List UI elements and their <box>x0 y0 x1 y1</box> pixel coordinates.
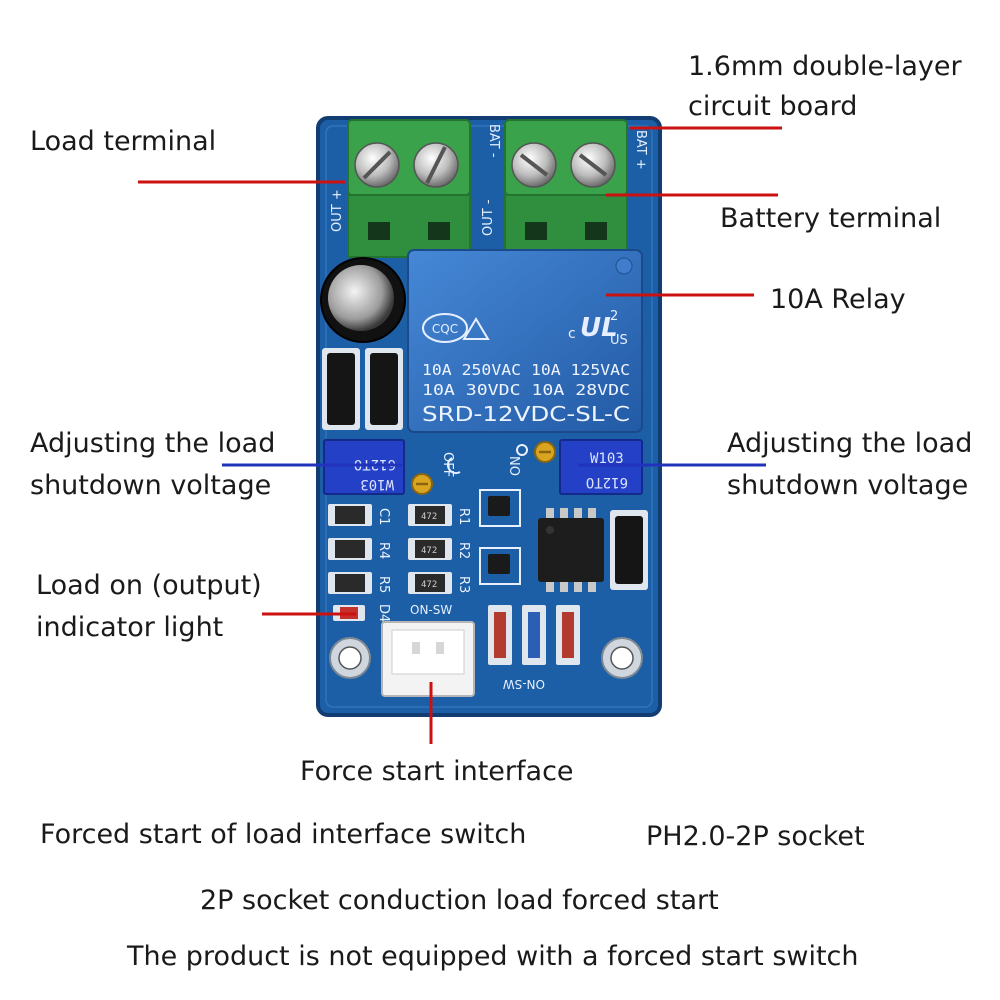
silk-bat-minus: BAT - <box>486 124 501 158</box>
silk-on-sw-bottom: ON-SW <box>503 677 545 691</box>
load-terminal-block <box>347 119 471 258</box>
smd-diodes <box>322 348 403 430</box>
silk-on-sw-top: ON-SW <box>410 603 452 617</box>
silk-r5: R5 <box>376 576 391 593</box>
label-battery-terminal: Battery terminal <box>720 203 942 234</box>
silk-c1: C1 <box>376 508 391 525</box>
label-adjust-right-line1: Adjusting the load <box>727 428 973 459</box>
label-board-line2: circuit board <box>688 91 858 122</box>
smd-diode-right <box>610 510 648 590</box>
ic-chip <box>538 508 604 592</box>
sun-icon <box>516 444 528 456</box>
label-disclaimer: The product is not equipped with a force… <box>127 941 859 972</box>
silk-out-minus: OUT - <box>481 199 496 236</box>
label-adjust-right-line2: shutdown voltage <box>727 470 969 501</box>
mounting-hole-left <box>329 637 371 679</box>
relay: CQC c UL 2 US 10A 250VAC 10A 125VAC 10A … <box>407 249 643 433</box>
label-indicator-line1: Load on (output) <box>36 570 262 601</box>
silk-out-plus: OUT + <box>330 189 345 232</box>
signal-diodes <box>488 605 580 665</box>
transistors <box>479 489 521 585</box>
label-load-terminal: Load terminal <box>30 126 217 157</box>
potentiometer-left[interactable]: 612TO W103 <box>323 439 433 495</box>
label-relay: 10A Relay <box>770 284 906 315</box>
relay-ratings-row1: 10A 250VAC 10A 125VAC <box>422 361 630 379</box>
pot-left-bottom-text: W103 <box>360 476 394 492</box>
relay-ul-num: 2 <box>610 309 618 324</box>
silk-d4: D4 <box>376 604 391 622</box>
label-board-line1: 1.6mm double-layer <box>688 51 962 82</box>
silk-r3: R3 <box>456 576 471 593</box>
relay-ul-c: c <box>568 326 576 342</box>
smd-code-3: 472 <box>421 580 437 590</box>
relay-ul-logo-icon: UL <box>580 313 618 343</box>
potentiometer-right[interactable]: W103 612TO <box>534 439 643 495</box>
label-conduction: 2P socket conduction load forced start <box>200 885 719 916</box>
battery-terminal-block <box>504 119 628 258</box>
label-adjust-left-line1: Adjusting the load <box>30 428 276 459</box>
silk-bat-plus: BAT + <box>633 130 648 170</box>
ph2-socket[interactable] <box>381 621 475 697</box>
label-indicator-line2: indicator light <box>36 612 224 643</box>
relay-ul-us: US <box>610 333 628 348</box>
pot-right-top-text: W103 <box>590 451 624 467</box>
relay-model: SRD-12VDC-SL-C <box>422 402 630 426</box>
relay-cqc-mark: CQC <box>432 322 458 336</box>
label-socket: PH2.0-2P socket <box>646 821 865 852</box>
silk-r1: R1 <box>456 508 471 525</box>
moon-icon <box>446 457 461 475</box>
silk-r4: R4 <box>376 542 391 559</box>
smd-code-2: 472 <box>421 546 437 556</box>
label-force-start-interface: Force start interface <box>300 756 574 787</box>
smd-components <box>328 504 452 594</box>
label-forced-start-switch: Forced start of load interface switch <box>40 819 527 850</box>
capacitor <box>320 257 406 343</box>
relay-ratings-row2: 10A 30VDC 10A 28VDC <box>422 381 630 399</box>
pot-right-bottom-text: 612TO <box>586 474 628 490</box>
silk-on: ON <box>509 456 524 476</box>
mounting-hole-right <box>601 637 643 679</box>
label-adjust-left-line2: shutdown voltage <box>30 470 272 501</box>
smd-code-1: 472 <box>421 512 437 522</box>
silk-r2: R2 <box>456 542 471 559</box>
